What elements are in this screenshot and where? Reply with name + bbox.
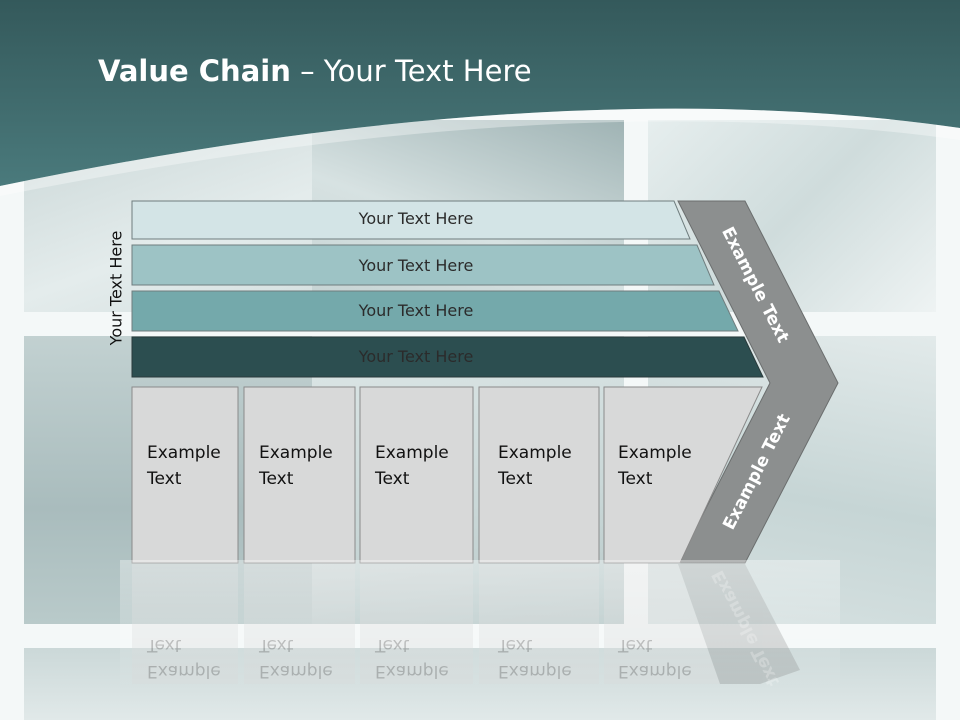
card-label-2: Example Text: [259, 443, 333, 489]
band-shape-1: [131, 200, 691, 240]
reflection-fade: [120, 560, 840, 690]
band-shape-2: [131, 244, 715, 286]
band-label-3: Your Text Here: [358, 301, 474, 320]
card-shape-1: [131, 386, 239, 564]
band-label-2: Your Text Here: [358, 256, 474, 275]
header-band: [0, 0, 960, 196]
card-label-1: Example Text: [147, 443, 221, 489]
card-shape-4: [478, 386, 600, 564]
card-shape-3: [359, 386, 474, 564]
card-reflection-label: Example Text: [498, 635, 572, 681]
card-label-4: Example Text: [498, 443, 572, 489]
band-label-1: Your Text Here: [358, 209, 474, 228]
card-reflection-label: Example Text: [147, 635, 221, 681]
card-reflection-label: Example Text: [618, 635, 692, 681]
page-title: Value Chain – Your Text Here: [98, 54, 532, 88]
vertical-axis-label: Your Text Here: [106, 230, 126, 346]
band-shape-4: [131, 336, 764, 378]
title-rest: – Your Text Here: [290, 54, 532, 88]
card-label-5: Example Text: [618, 443, 692, 489]
card-reflection-label: Example Text: [259, 635, 333, 681]
band-shape-3: [131, 290, 739, 332]
band-label-4: Your Text Here: [358, 347, 474, 366]
title-bold: Value Chain: [98, 54, 291, 88]
card-reflection-label: Example Text: [375, 635, 449, 681]
card-label-3: Example Text: [375, 443, 449, 489]
